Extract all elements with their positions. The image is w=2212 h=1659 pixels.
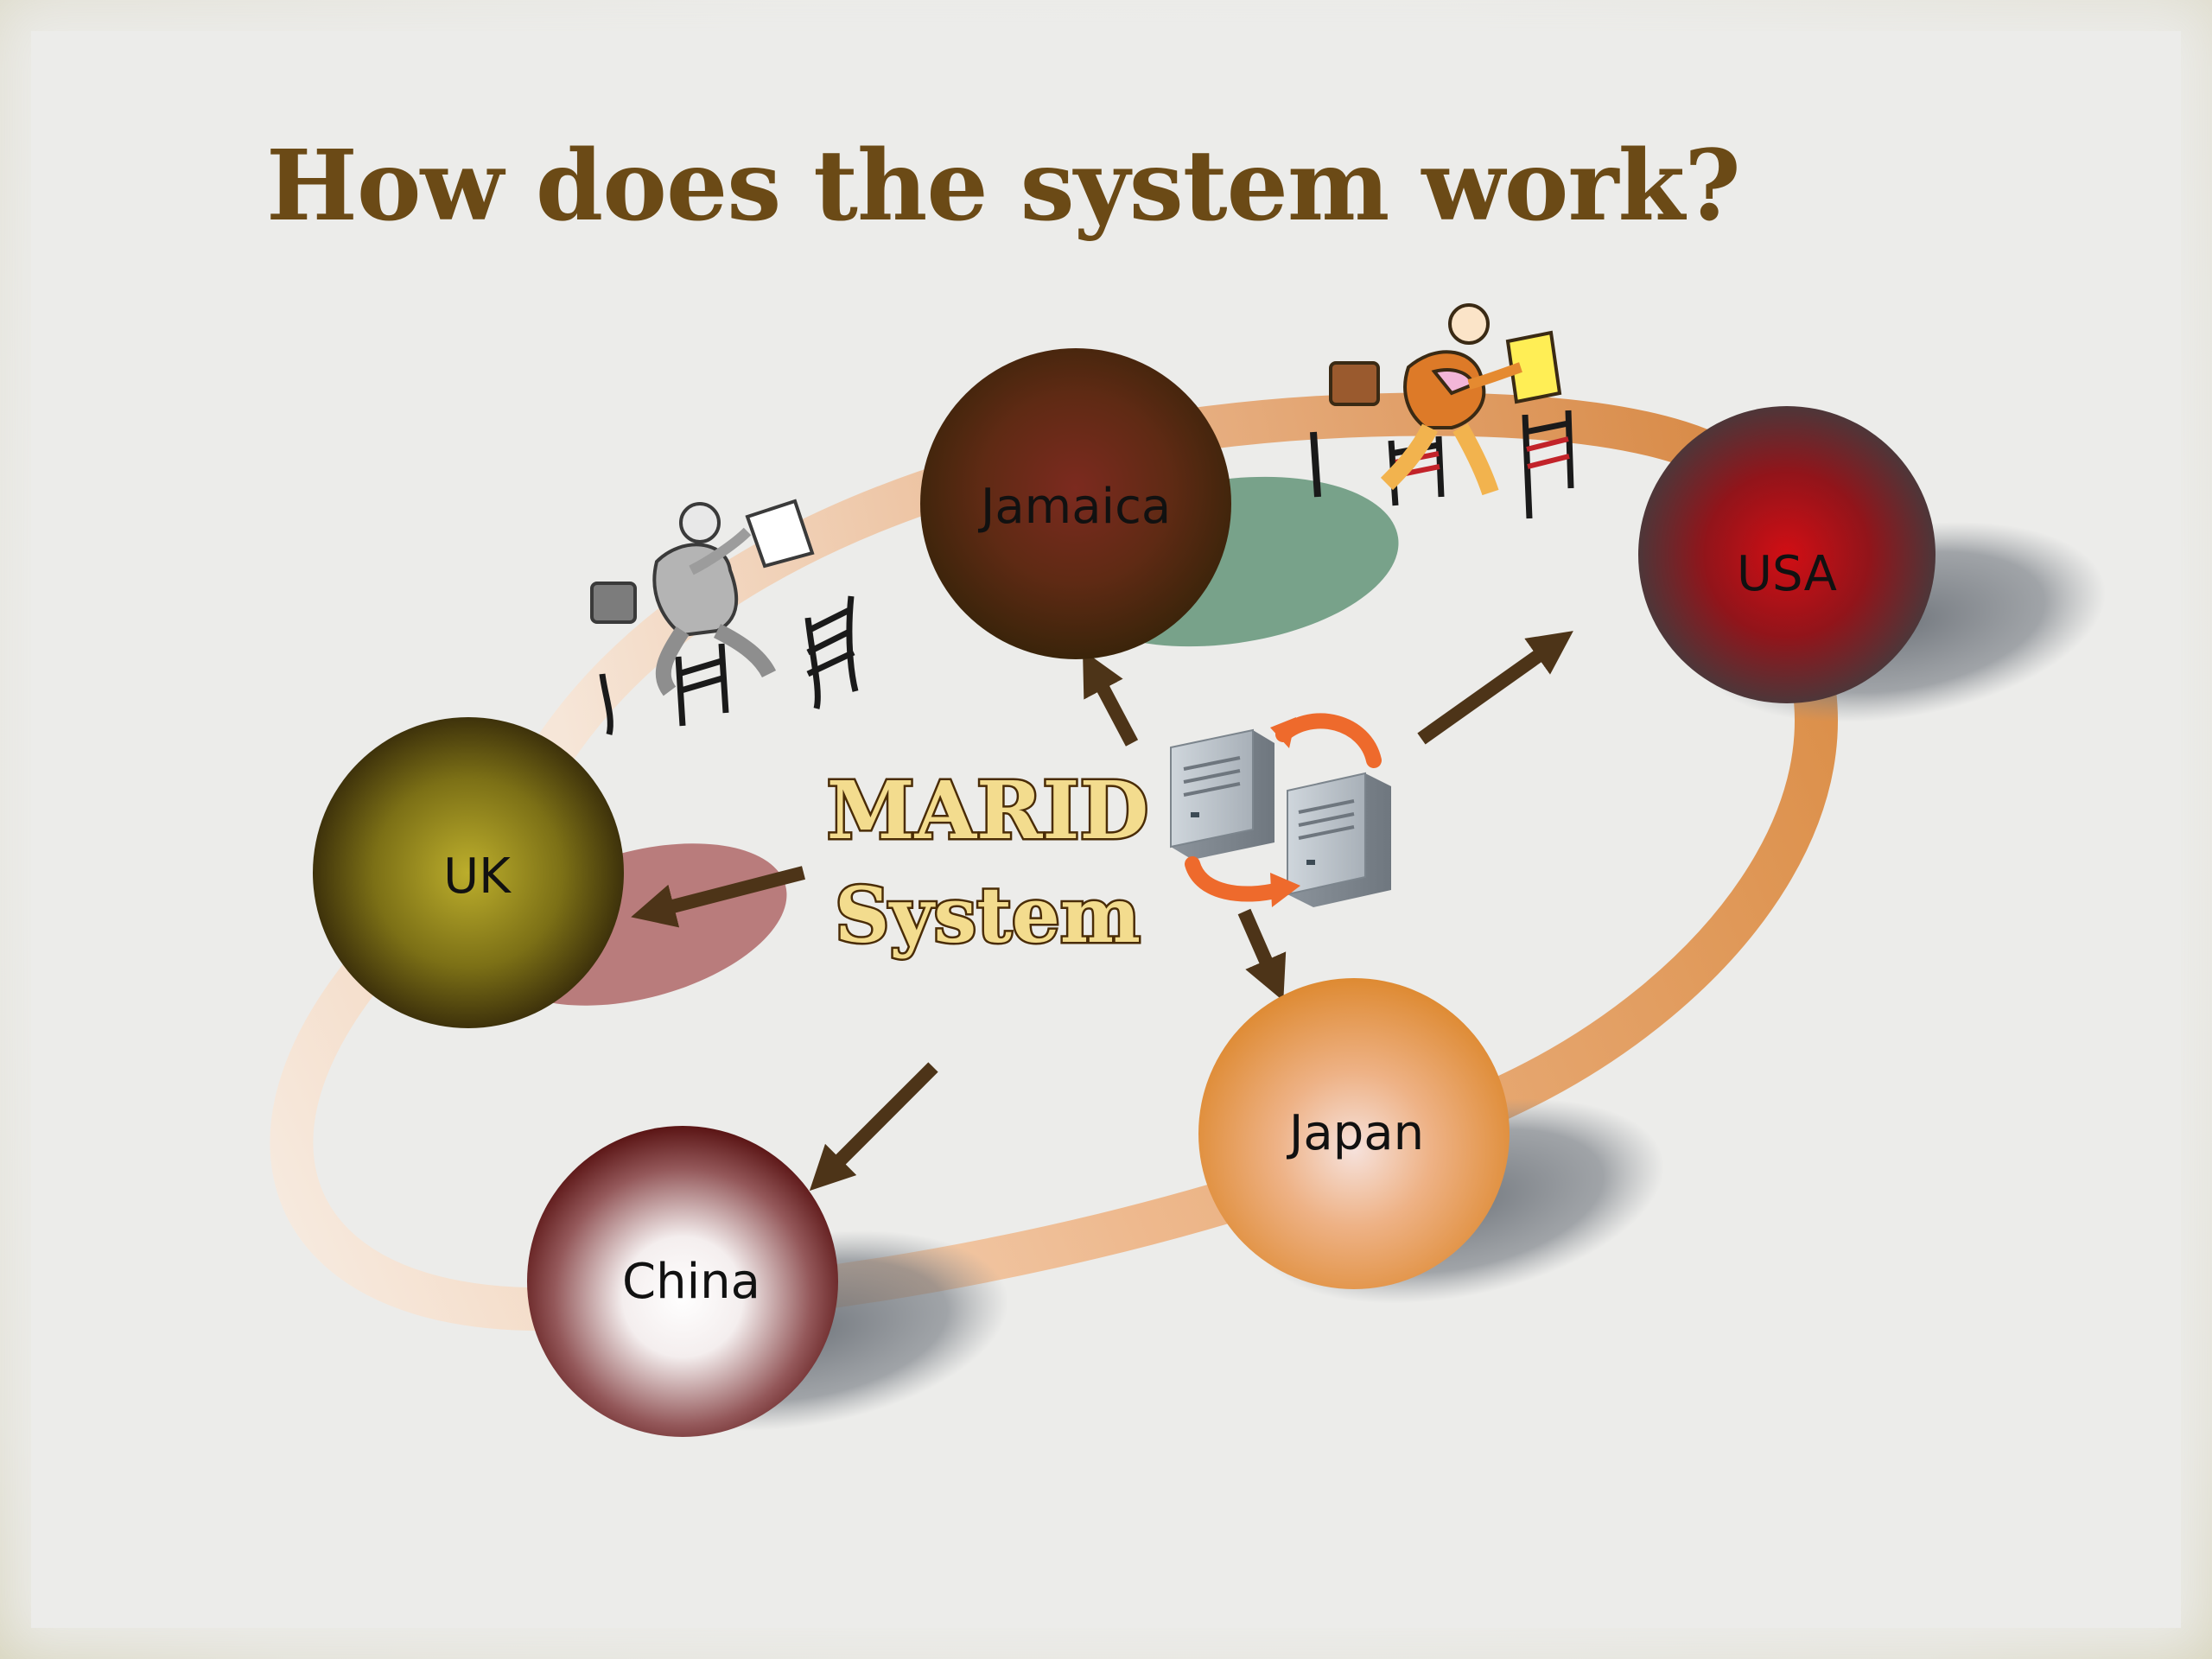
hurdle-icon	[599, 595, 859, 735]
arrow-to-japan	[1237, 908, 1287, 1001]
server-icon	[1287, 772, 1391, 907]
arrow-to-usa	[1417, 631, 1573, 745]
hub-arrows	[631, 631, 1573, 1192]
slide-title: How does the system work?	[266, 130, 1741, 243]
runner-hurdles-icon	[1310, 303, 1574, 519]
node-usa: USA	[1638, 406, 1936, 703]
china-label: China	[622, 1254, 760, 1310]
gray-runner	[590, 499, 815, 696]
jamaica-ball	[920, 348, 1231, 659]
runner-hurdles-icon	[590, 499, 859, 735]
server-icon	[1170, 728, 1274, 860]
sync-arrow-bottom	[1185, 856, 1287, 902]
node-uk: UK	[313, 717, 624, 1028]
china-ball	[527, 1126, 838, 1437]
usa-ball	[1638, 406, 1936, 703]
sync-arrowhead-top	[1270, 717, 1296, 748]
uk-label: UK	[443, 849, 512, 905]
color-runner	[1329, 303, 1562, 496]
uk-ball	[313, 717, 624, 1028]
arrow-to-china	[809, 1062, 938, 1192]
marid-system-label: MARID System	[824, 762, 1151, 963]
japan-label: Japan	[1287, 1105, 1424, 1161]
server-sync-icon	[1170, 713, 1391, 907]
arrow-to-jamaica	[1083, 650, 1139, 747]
sync-arrow-top	[1275, 713, 1382, 768]
node-china: China	[527, 1126, 838, 1437]
jamaica-label: Jamaica	[978, 479, 1171, 535]
sync-arrowhead-bottom	[1270, 873, 1300, 907]
node-jamaica: Jamaica	[920, 348, 1231, 659]
node-japan: Japan	[1198, 978, 1510, 1289]
japan-ball	[1198, 978, 1510, 1289]
arrow-to-uk	[631, 866, 805, 928]
marid-line1: MARID	[827, 764, 1149, 857]
marid-line2: System	[835, 870, 1141, 960]
usa-label: USA	[1737, 546, 1837, 602]
